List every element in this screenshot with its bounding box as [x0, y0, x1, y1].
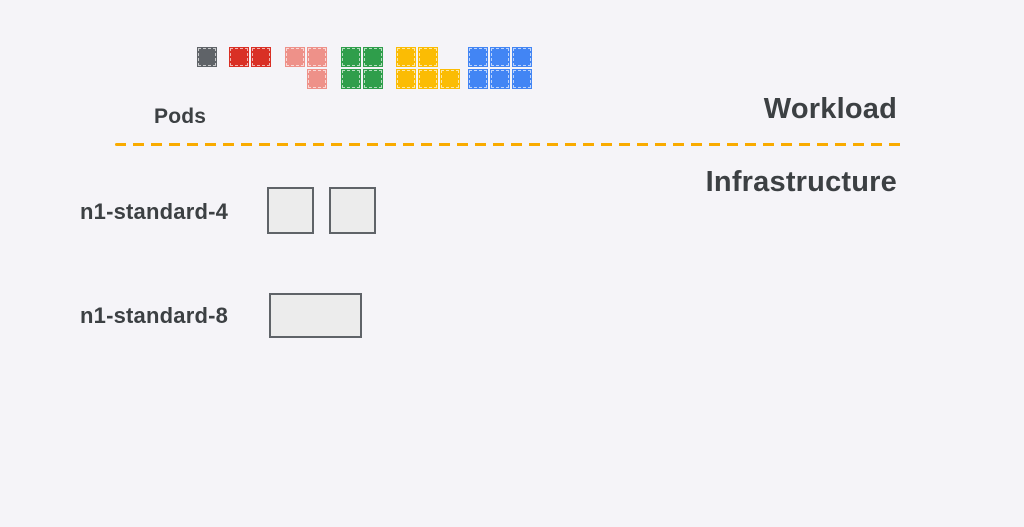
- infrastructure-label: Infrastructure: [705, 166, 897, 198]
- red-pod-group-cell: [251, 47, 271, 67]
- blue-pod-group-cell: [490, 47, 510, 67]
- yellow-pod-group-cell: [396, 47, 416, 67]
- node-box-n1-standard-4: [329, 187, 376, 234]
- blue-pod-group-cell: [512, 47, 532, 67]
- yellow-pod-group-cell: [418, 69, 438, 89]
- green-pod-group-cell: [363, 69, 383, 89]
- blue-pod-group-cell: [490, 69, 510, 89]
- blue-pod-group-cell: [468, 69, 488, 89]
- green-pod-group-cell: [341, 47, 361, 67]
- gray-pod-group-cell: [197, 47, 217, 67]
- green-pod-group-cell: [363, 47, 383, 67]
- workload-infrastructure-divider: [115, 143, 906, 146]
- workload-label: Workload: [763, 93, 897, 125]
- machine-type-label-n1-standard-4: n1-standard-4: [80, 199, 229, 224]
- yellow-pod-group-cell: [440, 69, 460, 89]
- blue-pod-group-cell: [468, 47, 488, 67]
- yellow-pod-group-cell: [396, 69, 416, 89]
- pink-pod-group-cell: [307, 47, 327, 67]
- node-box-n1-standard-8: [269, 293, 362, 338]
- node-box-n1-standard-4: [267, 187, 314, 234]
- pink-pod-group-cell: [285, 47, 305, 67]
- red-pod-group-cell: [229, 47, 249, 67]
- yellow-pod-group-cell: [418, 47, 438, 67]
- pink-pod-group-cell: [307, 69, 327, 89]
- green-pod-group-cell: [341, 69, 361, 89]
- machine-type-label-n1-standard-8: n1-standard-8: [80, 303, 229, 328]
- pods-label: Pods: [154, 105, 207, 128]
- blue-pod-group-cell: [512, 69, 532, 89]
